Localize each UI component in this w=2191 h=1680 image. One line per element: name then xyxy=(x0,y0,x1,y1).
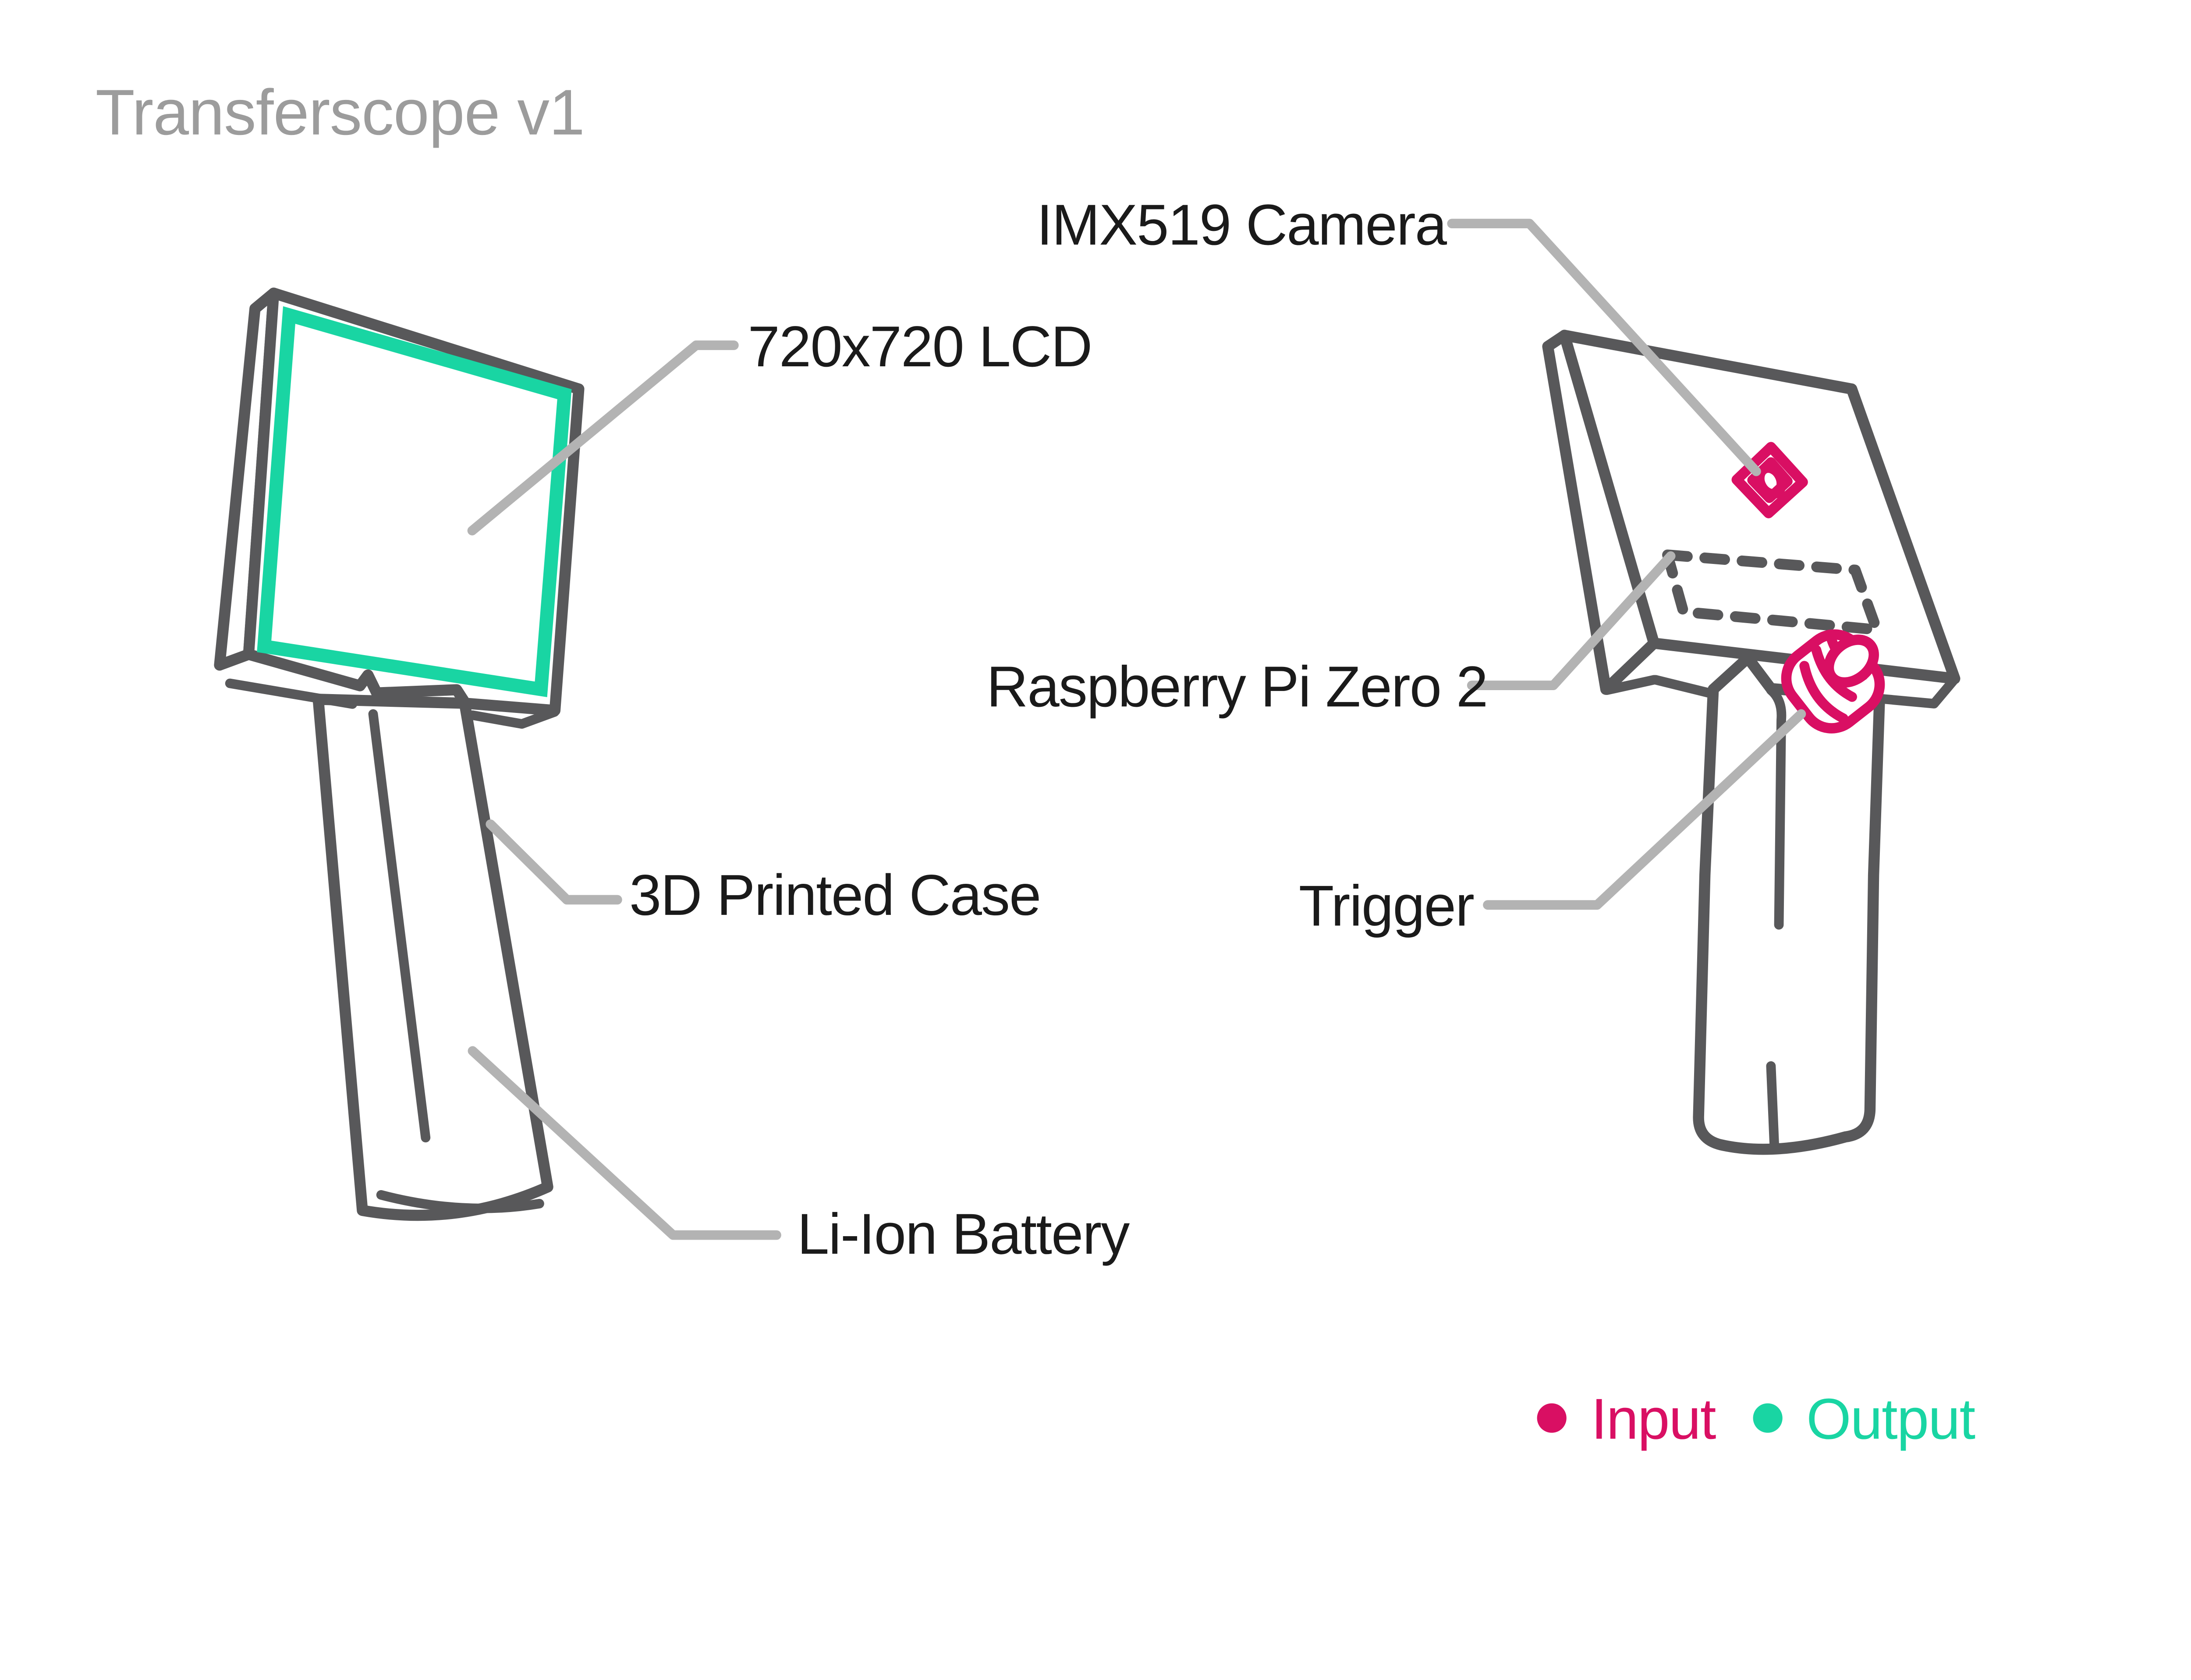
page-title: Transferscope v1 xyxy=(96,77,585,149)
device-front-view xyxy=(214,287,585,1221)
label-lcd: 720x720 LCD xyxy=(748,314,1092,379)
back-handle-seam-lower xyxy=(1766,1061,1780,1155)
leader-line-case xyxy=(486,819,622,905)
leader-line-pi xyxy=(1467,551,1676,690)
label-pi: Raspberry Pi Zero 2 xyxy=(986,654,1487,719)
trigger-knob-cap xyxy=(1823,634,1879,688)
legend-input-dot xyxy=(1537,1403,1567,1433)
legend: Input Output xyxy=(1537,1386,1976,1451)
front-handle-bottom-rim xyxy=(376,1190,544,1213)
front-bottom-rim-left xyxy=(225,678,358,709)
legend-output-label: Output xyxy=(1806,1386,1975,1451)
trigger-knob-coil-1 xyxy=(1799,661,1848,723)
camera-marker xyxy=(1731,442,1808,518)
back-handle-case xyxy=(1693,652,1885,1155)
leader-line-trigger xyxy=(1483,709,1806,910)
back-bottom-rim-left xyxy=(1651,675,1716,698)
lcd-panel-outline xyxy=(257,306,572,697)
label-battery: Li-Ion Battery xyxy=(797,1202,1130,1266)
front-handle-seam xyxy=(368,709,431,1143)
front-screen-face xyxy=(243,287,585,716)
label-trigger: Trigger xyxy=(1299,873,1474,938)
device-back-view xyxy=(1542,330,1961,1155)
camera-outer-diamond xyxy=(1731,442,1808,518)
back-handle-seam-upper xyxy=(1766,685,1787,930)
legend-input-label: Input xyxy=(1591,1386,1716,1451)
pi-dashed-outline xyxy=(1662,549,1883,635)
leader-line-battery xyxy=(468,1046,781,1240)
trigger-knob xyxy=(1781,629,1885,734)
leader-lines xyxy=(467,219,1806,1240)
front-bottom-rim-right xyxy=(468,707,560,729)
label-case: 3D Printed Case xyxy=(629,863,1040,927)
legend-output-dot xyxy=(1753,1403,1783,1433)
label-camera: IMX519 Camera xyxy=(1037,192,1447,257)
camera-lens-ring xyxy=(1755,463,1787,499)
leader-line-lcd xyxy=(467,340,739,535)
front-handle-case xyxy=(312,694,553,1221)
leader-line-camera xyxy=(1447,219,1761,476)
back-bottom-rim-right xyxy=(1877,676,1958,709)
transferscope-diagram: Transferscope v1 720x720 LCD IMX519 Came… xyxy=(95,76,1976,1451)
back-bottom-rim-sideleft xyxy=(1602,675,1659,695)
